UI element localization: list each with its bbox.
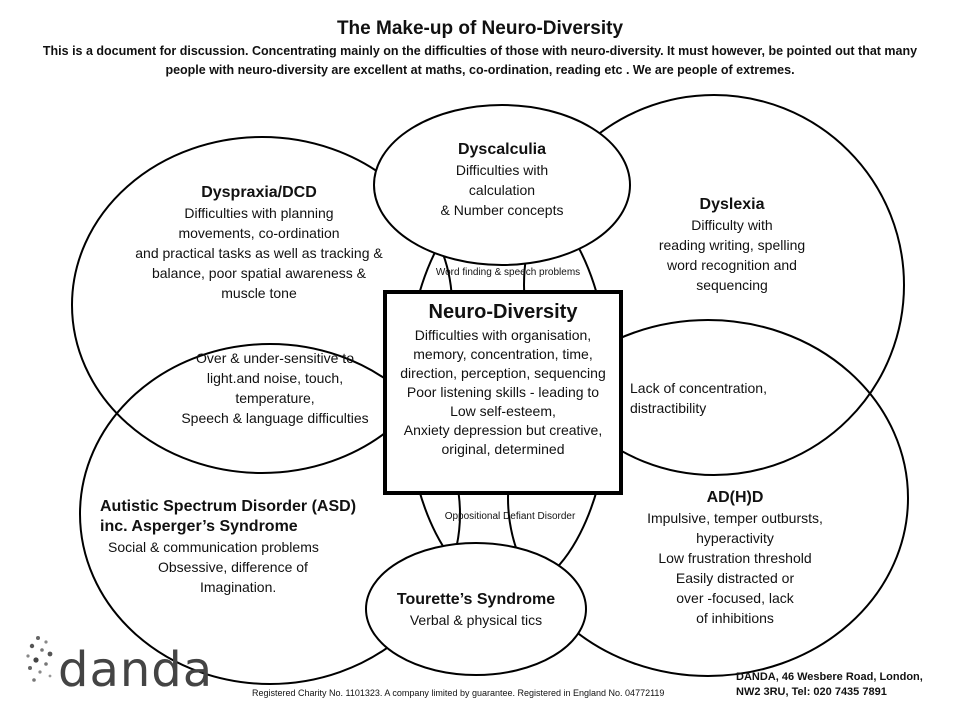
neuro-diversity-line: Poor listening skills - leading to (406, 384, 600, 400)
dyscalculia-ellipse (373, 104, 631, 266)
neuro-diversity-line: direction, perception, sequencing (400, 365, 606, 381)
adhd-ellipse (507, 319, 909, 677)
adhd-line: of inhibitions (696, 610, 774, 626)
address-block: DANDA, 46 Wesbere Road, London, NW2 3RU,… (736, 670, 923, 700)
neuro-diversity-box: Neuro-Diversity Difficulties with organi… (383, 290, 623, 495)
sensory-line: Over & under-sensitive to (196, 350, 354, 366)
adhd-title: AD(H)D (706, 489, 764, 506)
dyscalculia-title: Dyscalculia (457, 141, 547, 158)
dyspraxia-title: Dyspraxia/DCD (201, 184, 317, 201)
asd-text: Autistic Spectrum Disorder (ASD) inc. As… (100, 497, 380, 597)
neuro-diversity-line: Difficulties with organisation, (414, 327, 592, 343)
concentration-line: distractibility (630, 400, 707, 416)
tourettes-line: Verbal & physical tics (409, 612, 543, 628)
dyslexia-line: word recognition and (667, 257, 797, 273)
concentration-text: Lack of concentration, distractibility (630, 378, 810, 418)
dyslexia-text: Dyslexia Difficulty with reading writing… (632, 195, 832, 295)
dyscalculia-line: & Number concepts (440, 202, 564, 218)
asd-line: Imagination. (200, 579, 277, 595)
adhd-text: AD(H)D Impulsive, temper outbursts, hype… (620, 488, 850, 628)
sensory-line: Speech & language difficulties (181, 410, 369, 426)
dyslexia-title: Dyslexia (699, 196, 765, 213)
intro-line-1: This is a document for discussion. Conce… (42, 44, 918, 58)
address-line-1: DANDA, 46 Wesbere Road, London, (736, 671, 923, 683)
neuro-diversity-line: Low self-esteem, (450, 403, 556, 419)
dyspraxia-line: balance, poor spatial awareness & (151, 265, 367, 281)
tourettes-text: Tourette’s Syndrome Verbal & physical ti… (386, 590, 566, 630)
sensory-text: Over & under-sensitive to light.and nois… (170, 348, 380, 428)
sensory-line: light.and noise, touch, (206, 370, 344, 386)
dyslexia-line: sequencing (696, 277, 768, 293)
word-finding-text: Word finding & speech problems (435, 267, 581, 278)
sensory-line: temperature, (235, 390, 315, 406)
registration-footer: Registered Charity No. 1101323. A compan… (252, 688, 665, 698)
neuro-diversity-line: Anxiety depression but creative, (403, 422, 603, 438)
concentration-line: Lack of concentration, (630, 380, 767, 396)
tourettes-title: Tourette’s Syndrome (396, 591, 556, 608)
dyscalculia-text: Dyscalculia Difficulties with calculatio… (402, 140, 602, 220)
dyspraxia-line: movements, co-ordination (178, 225, 340, 241)
adhd-line: over -focused, lack (676, 590, 794, 606)
adhd-line: Impulsive, temper outbursts, (647, 510, 823, 526)
dyslexia-ellipse (523, 94, 905, 476)
dyspraxia-line: and practical tasks as well as tracking … (135, 245, 383, 261)
dyscalculia-line: calculation (468, 182, 536, 198)
asd-line: Obsessive, difference of (158, 559, 308, 575)
adhd-line: Easily distracted or (675, 570, 795, 586)
intro-text: This is a document for discussion. Conce… (14, 42, 946, 80)
dyspraxia-line: muscle tone (221, 285, 297, 301)
adhd-line: hyperactivity (696, 530, 774, 546)
dyspraxia-text: Dyspraxia/DCD Difficulties with planning… (104, 183, 414, 303)
dyslexia-line: reading writing, spelling (658, 237, 806, 253)
neuro-diversity-line: original, determined (441, 441, 565, 457)
asd-ellipse (79, 343, 461, 685)
odd-text: Oppositional Defiant Disorder (444, 511, 576, 522)
danda-logo-text: danda (58, 642, 214, 698)
neuro-diversity-line: memory, concentration, time, (413, 346, 593, 362)
adhd-line: Low frustration threshold (658, 550, 812, 566)
danda-logo-dots-icon (26, 636, 53, 682)
tourettes-ellipse (365, 542, 587, 676)
address-line-2: NW2 3RU, Tel: 020 7435 7891 (736, 686, 887, 698)
dyscalculia-line: Difficulties with (455, 162, 549, 178)
intro-line-2: people with neuro-diversity are excellen… (165, 63, 795, 77)
asd-line: Social & communication problems (108, 539, 319, 555)
asd-subtitle: inc. Asperger’s Syndrome (100, 518, 298, 535)
dyspraxia-line: Difficulties with planning (184, 205, 334, 221)
dyslexia-line: Difficulty with (691, 217, 773, 233)
page-title: The Make-up of Neuro-Diversity (336, 18, 624, 39)
asd-title: Autistic Spectrum Disorder (ASD) (100, 498, 357, 515)
neuro-diversity-title: Neuro-Diversity (428, 301, 578, 323)
